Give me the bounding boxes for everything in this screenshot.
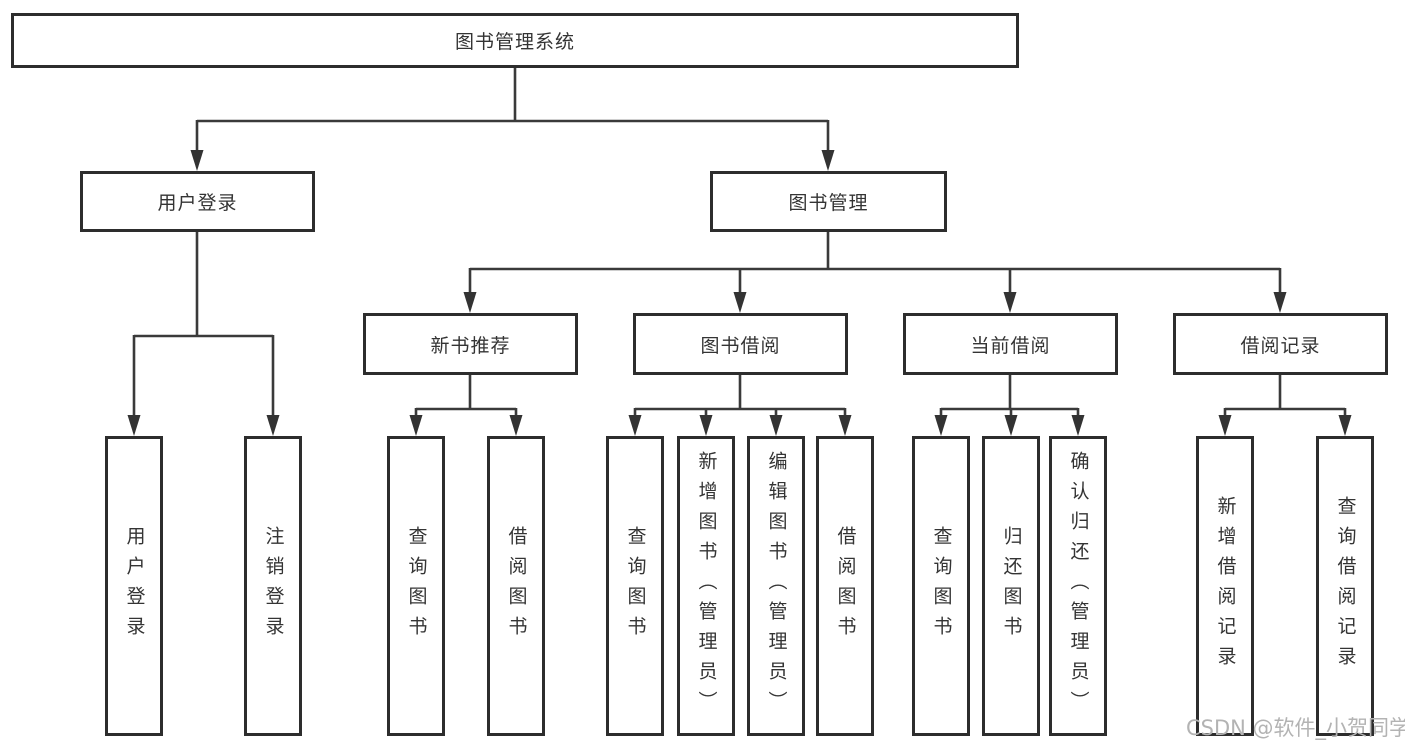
arrowhead-icon [409,415,423,436]
node-label: 借阅图书 [834,526,857,646]
arrowhead-icon [463,292,477,313]
arrowhead-icon [628,415,642,436]
node-label: 当前借阅 [970,334,1051,357]
node-leaf-add-borrow-record: 新增借阅记录 [1196,436,1254,736]
arrowhead-icon [733,292,747,313]
connector-newbooks-to-leaves [414,375,518,417]
node-label: 注销登录 [262,526,285,646]
node-leaf-add-books-admin: 新增图书（管理员） [677,436,735,736]
arrowhead-icon [1004,415,1018,436]
node-leaf-edit-books-admin: 编辑图书（管理员） [747,436,805,736]
node-label: 新增图书（管理员） [695,451,718,721]
arrowhead-icon [1003,292,1017,313]
arrowhead-icon [127,415,141,436]
node-label: 用户登录 [123,526,146,646]
node-label: 图书管理 [788,192,869,214]
node-label: 查询借阅记录 [1334,496,1357,676]
connector-records-to-leaves [1223,375,1347,417]
node-label: 借阅图书 [505,526,528,646]
arrowhead-icon [1071,415,1085,436]
node-leaf-query-books-2: 查询图书 [606,436,664,736]
connector-login-to-leaves [132,232,275,417]
connector-borrow-to-leaves [633,375,847,417]
node-new-book-recommend: 新书推荐 [363,313,578,375]
node-current-borrowing: 当前借阅 [903,313,1118,375]
node-leaf-query-books-3: 查询图书 [912,436,970,736]
watermark-text: CSDN @软件_小贺同学 [1186,716,1405,740]
node-book-management: 图书管理 [710,171,947,232]
arrowhead-icon [190,150,204,171]
node-label: 新书推荐 [430,334,511,357]
node-leaf-borrow-books: 借阅图书 [487,436,545,736]
node-leaf-borrow-books-2: 借阅图书 [816,436,874,736]
arrowhead-icon [1218,415,1232,436]
arrowhead-icon [838,415,852,436]
node-library-system: 图书管理系统 [11,13,1019,68]
connector-root-to-level2 [195,68,830,152]
node-borrowing-records: 借阅记录 [1173,313,1388,375]
node-leaf-query-borrow-record: 查询借阅记录 [1316,436,1374,736]
node-leaf-return-books: 归还图书 [982,436,1040,736]
node-label: 图书管理系统 [454,31,575,53]
node-label: 查询图书 [930,526,953,646]
arrowhead-icon [699,415,713,436]
node-leaf-user-login: 用户登录 [105,436,163,736]
node-label: 新增借阅记录 [1214,496,1237,676]
node-label: 图书借阅 [700,334,781,357]
node-label: 查询图书 [624,526,647,646]
arrowhead-icon [821,150,835,171]
connector-current-to-leaves [939,375,1080,417]
node-label: 归还图书 [1000,526,1023,646]
node-label: 编辑图书（管理员） [765,451,788,721]
arrowhead-icon [509,415,523,436]
arrowhead-icon [266,415,280,436]
node-label: 确认归还（管理员） [1067,451,1090,721]
node-leaf-query-books: 查询图书 [387,436,445,736]
node-leaf-logout: 注销登录 [244,436,302,736]
node-leaf-confirm-return-admin: 确认归还（管理员） [1049,436,1107,736]
node-label: 用户登录 [157,192,238,214]
node-user-login: 用户登录 [80,171,315,232]
arrowhead-icon [1338,415,1352,436]
arrowhead-icon [1273,292,1287,313]
node-label: 借阅记录 [1240,334,1321,357]
arrowhead-icon [769,415,783,436]
node-label: 查询图书 [405,526,428,646]
connector-mgmt-to-level3 [468,232,1282,295]
node-book-borrowing: 图书借阅 [633,313,848,375]
arrowhead-icon [934,415,948,436]
